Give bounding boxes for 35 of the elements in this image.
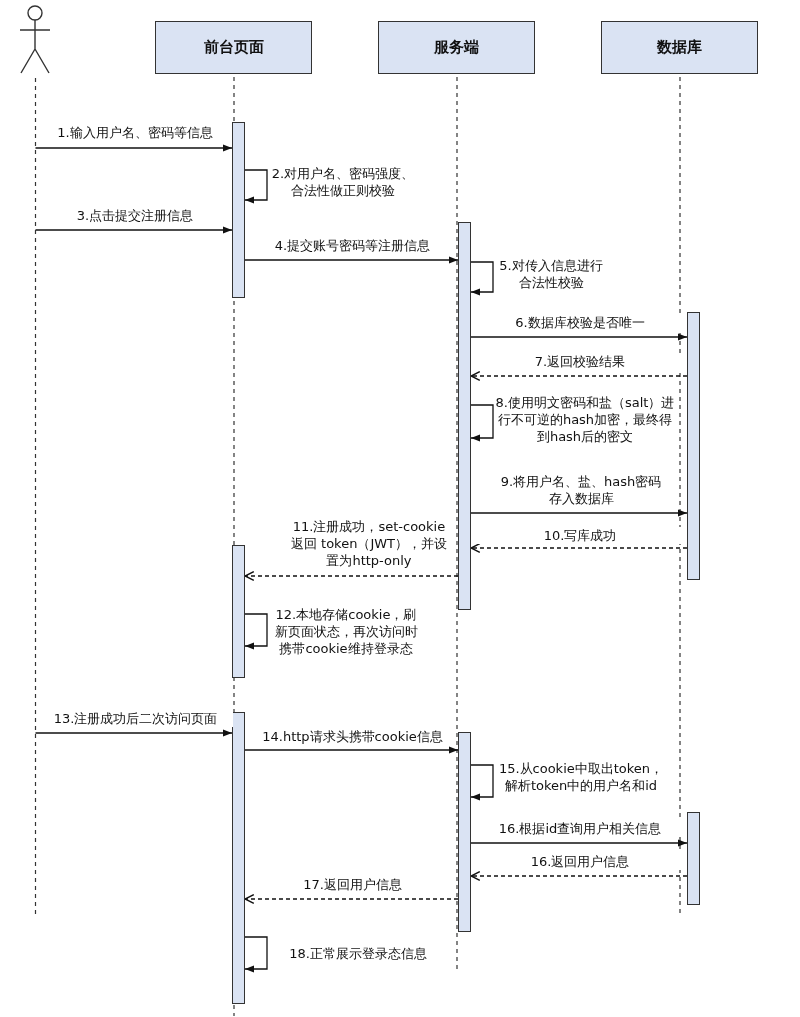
edge-label: 8.使用明文密码和盐（salt）进行不可逆的hash加密，最终得到hash后的密文: [495, 394, 675, 445]
activation-bar: [232, 122, 245, 298]
self-arrow: [470, 404, 494, 442]
activation-bar: [687, 312, 700, 580]
activation-bar: [687, 812, 700, 905]
message-arrow: [34, 226, 233, 234]
edge-label: 11.注册成功，set-cookie返回 token（JWT），并设置为http-only: [290, 518, 448, 569]
return-arrow: [470, 870, 688, 882]
return-arrow: [244, 570, 459, 582]
participant-box: [601, 21, 758, 74]
message-arrow: [470, 333, 688, 341]
return-arrow: [470, 370, 688, 382]
message-arrow: [244, 746, 459, 754]
activation-bar: [232, 545, 245, 678]
message-arrow: [244, 256, 459, 264]
return-arrow: [470, 542, 688, 554]
return-arrow: [244, 893, 459, 905]
self-arrow: [470, 261, 494, 296]
activation-bar: [232, 712, 245, 1004]
participant-label: 前台页面: [203, 38, 264, 57]
self-arrow: [244, 169, 268, 204]
edge-label: 9.将用户名、盐、hash密码存入数据库: [500, 473, 662, 507]
message-arrow: [470, 839, 688, 847]
self-arrow: [470, 764, 494, 801]
message-arrow: [470, 509, 688, 517]
activation-bar: [458, 732, 471, 932]
self-arrow: [244, 613, 268, 650]
self-arrow: [244, 936, 268, 973]
participant-box: [155, 21, 312, 74]
participant-label: 服务端: [434, 38, 479, 57]
message-arrow: [34, 144, 233, 152]
activation-bar: [458, 222, 471, 610]
participant-label: 数据库: [657, 38, 702, 57]
participant-box: [378, 21, 535, 74]
message-arrow: [34, 729, 233, 737]
